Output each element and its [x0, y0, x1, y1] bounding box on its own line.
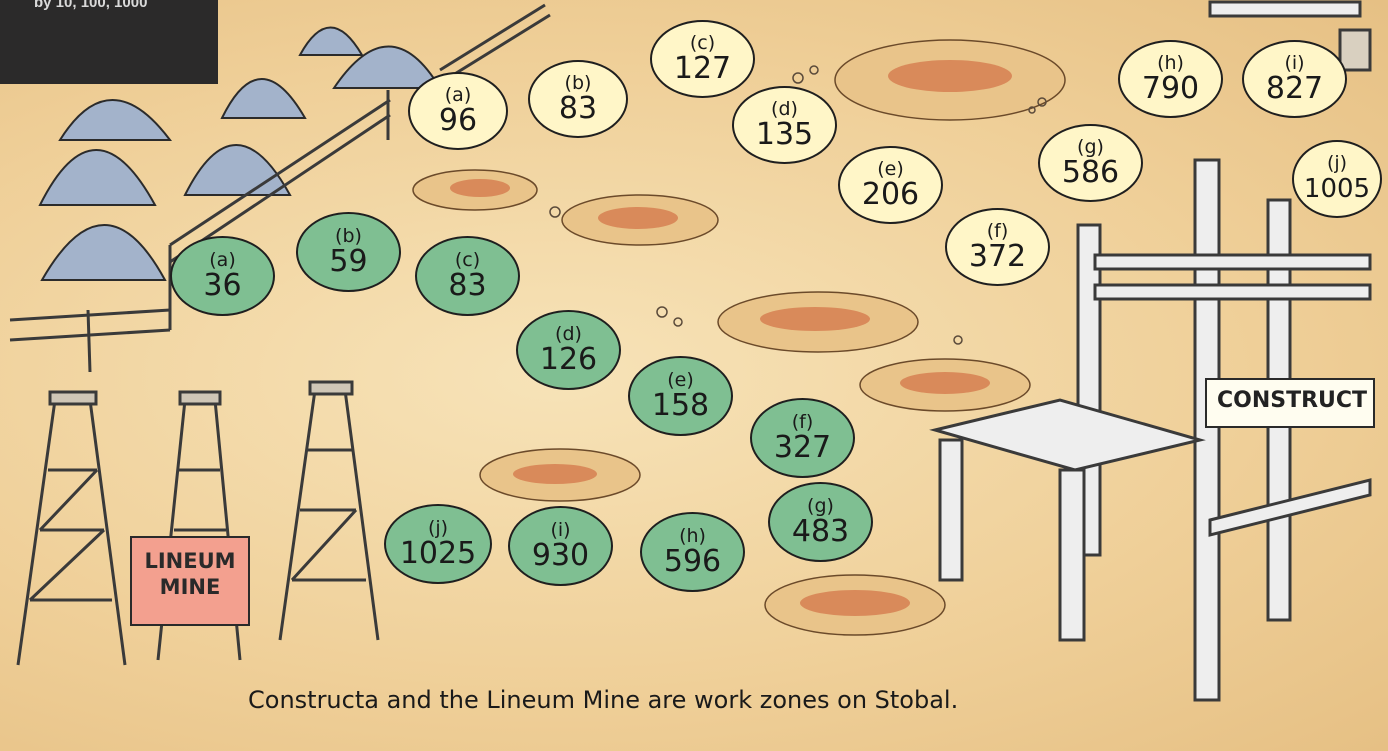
oval-label: (g) — [1077, 135, 1104, 158]
oval-value: 158 — [651, 387, 710, 423]
oval-label: (h) — [679, 524, 706, 547]
caption: Constructa and the Lineum Mine are work … — [248, 686, 959, 714]
green-oval-e: (e) 158 — [628, 356, 733, 436]
yellow-oval-i: (i) 827 — [1242, 40, 1347, 118]
oval-label: (e) — [877, 157, 904, 180]
oval-label: (i) — [550, 518, 571, 541]
oval-label: (a) — [209, 248, 236, 271]
oval-label: (c) — [454, 248, 481, 271]
oval-label: (d) — [555, 322, 582, 345]
yellow-oval-j: (j) 1005 — [1292, 140, 1382, 218]
green-oval-i: (i) 930 — [508, 506, 613, 586]
yellow-oval-g: (g) 586 — [1038, 124, 1143, 202]
green-oval-j: (j) 1025 — [384, 504, 492, 584]
oval-value: 1005 — [1303, 173, 1371, 204]
oval-value: 483 — [791, 513, 850, 549]
pebbles — [549, 65, 1047, 345]
craters — [412, 39, 1066, 636]
oval-value: 327 — [773, 429, 832, 465]
oval-value: 126 — [539, 341, 598, 377]
yellow-oval-c: (c) 127 — [650, 20, 755, 98]
mine-sign-line2: MINE — [159, 575, 221, 599]
yellow-oval-d: (d) 135 — [732, 86, 837, 164]
oval-label: (c) — [689, 31, 716, 54]
oval-label: (f) — [986, 219, 1009, 242]
oval-value: 206 — [861, 176, 920, 212]
oval-label: (b) — [335, 224, 362, 247]
green-oval-g: (g) 483 — [768, 482, 873, 562]
oval-value: 596 — [663, 543, 722, 579]
corner-banner: by 10, 100, 1000 — [0, 0, 218, 84]
green-oval-d: (d) 126 — [516, 310, 621, 390]
oval-value: 59 — [329, 243, 368, 279]
corner-label: by 10, 100, 1000 — [34, 0, 148, 11]
oval-label: (b) — [564, 71, 592, 94]
construct-sign-text: CONSTRUCT — [1217, 388, 1368, 413]
oval-value: 83 — [558, 90, 598, 126]
oval-label: (j) — [1326, 151, 1348, 174]
oval-value: 586 — [1061, 154, 1120, 190]
oval-value: 127 — [673, 50, 732, 86]
mine-sign-line1: LINEUM — [144, 549, 236, 573]
oval-label: (h) — [1157, 51, 1184, 74]
constructa-sign: CONSTRUCT — [1205, 378, 1375, 428]
oval-value: 96 — [438, 102, 478, 138]
oval-value: 1025 — [399, 535, 477, 571]
oval-label: (f) — [791, 410, 814, 433]
oval-value: 930 — [531, 537, 590, 573]
yellow-oval-a: (a) 96 — [408, 72, 508, 150]
lineum-mine-sign: LINEUM MINE — [130, 536, 250, 626]
green-oval-a: (a) 36 — [170, 236, 275, 316]
oval-label: (e) — [667, 368, 694, 391]
yellow-oval-e: (e) 206 — [838, 146, 943, 224]
green-oval-h: (h) 596 — [640, 512, 745, 592]
green-oval-f: (f) 327 — [750, 398, 855, 478]
green-oval-c: (c) 83 — [415, 236, 520, 316]
derricks — [16, 380, 380, 666]
yellow-oval-f: (f) 372 — [945, 208, 1050, 286]
oval-value: 372 — [968, 238, 1027, 274]
oval-label: (j) — [427, 516, 449, 539]
oval-label: (d) — [771, 97, 798, 120]
oval-value: 36 — [203, 267, 242, 303]
oval-label: (a) — [444, 83, 472, 106]
yellow-oval-b: (b) 83 — [528, 60, 628, 138]
oval-value: 83 — [448, 267, 487, 303]
oval-value: 135 — [755, 116, 814, 152]
yellow-oval-h: (h) 790 — [1118, 40, 1223, 118]
oval-value: 790 — [1141, 70, 1200, 106]
green-oval-b: (b) 59 — [296, 212, 401, 292]
oval-value: 827 — [1265, 70, 1324, 106]
oval-label: (g) — [807, 494, 834, 517]
oval-label: (i) — [1284, 51, 1305, 74]
